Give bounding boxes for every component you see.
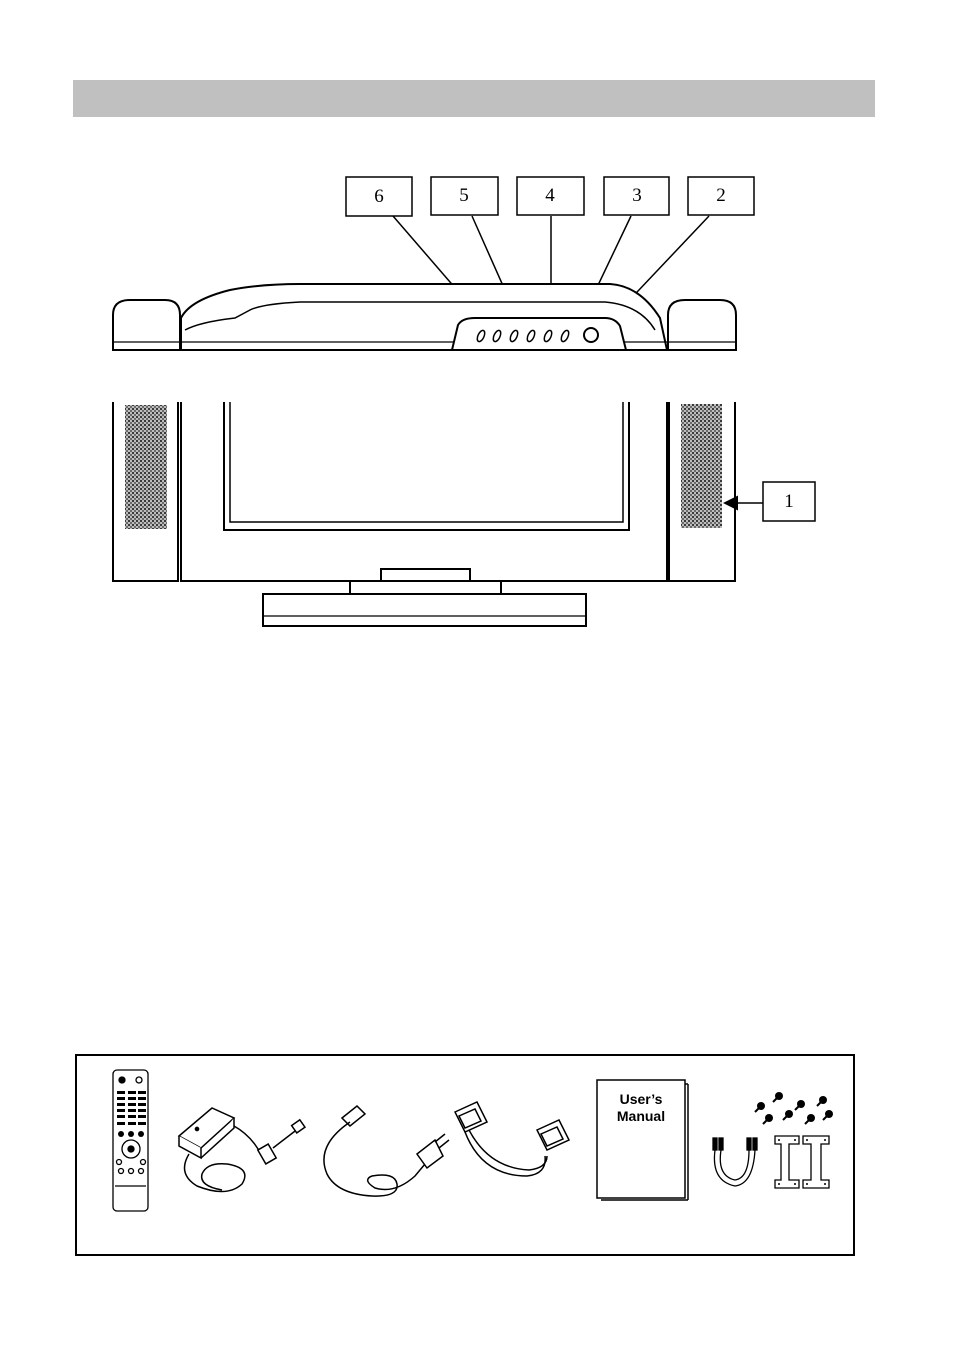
callout-1-label: 1 (784, 491, 794, 512)
callout-2: 2 (688, 177, 754, 215)
screws-icon (755, 1092, 833, 1124)
manual-title-line1: User’s (620, 1091, 663, 1107)
manual-title-line2: Manual (617, 1108, 665, 1124)
callout-6: 6 (346, 177, 412, 216)
audio-cable-icon (713, 1138, 757, 1186)
tv-front-diagram: 6 5 4 3 2 (0, 0, 954, 660)
vga-cable-icon (455, 1102, 569, 1176)
callout-3-label: 3 (632, 185, 642, 206)
users-manual-icon: User’s Manual (597, 1080, 688, 1200)
callout-5: 5 (431, 177, 498, 215)
mount-brackets-icon (775, 1136, 829, 1188)
callout-6-label: 6 (374, 186, 384, 207)
accessories-box: User’s Manual (75, 1054, 855, 1256)
callout-3: 3 (604, 177, 669, 215)
callout-2-label: 2 (716, 185, 726, 206)
callout-1: 1 (726, 482, 815, 521)
power-adapter-icon (179, 1108, 305, 1192)
remote-control-icon (113, 1070, 148, 1211)
tv-front-view (113, 402, 735, 626)
callout-4: 4 (517, 177, 584, 215)
power-cord-icon (324, 1106, 449, 1196)
callout-5-label: 5 (459, 185, 469, 206)
tv-top-view (113, 284, 736, 350)
callout-4-label: 4 (545, 185, 555, 206)
